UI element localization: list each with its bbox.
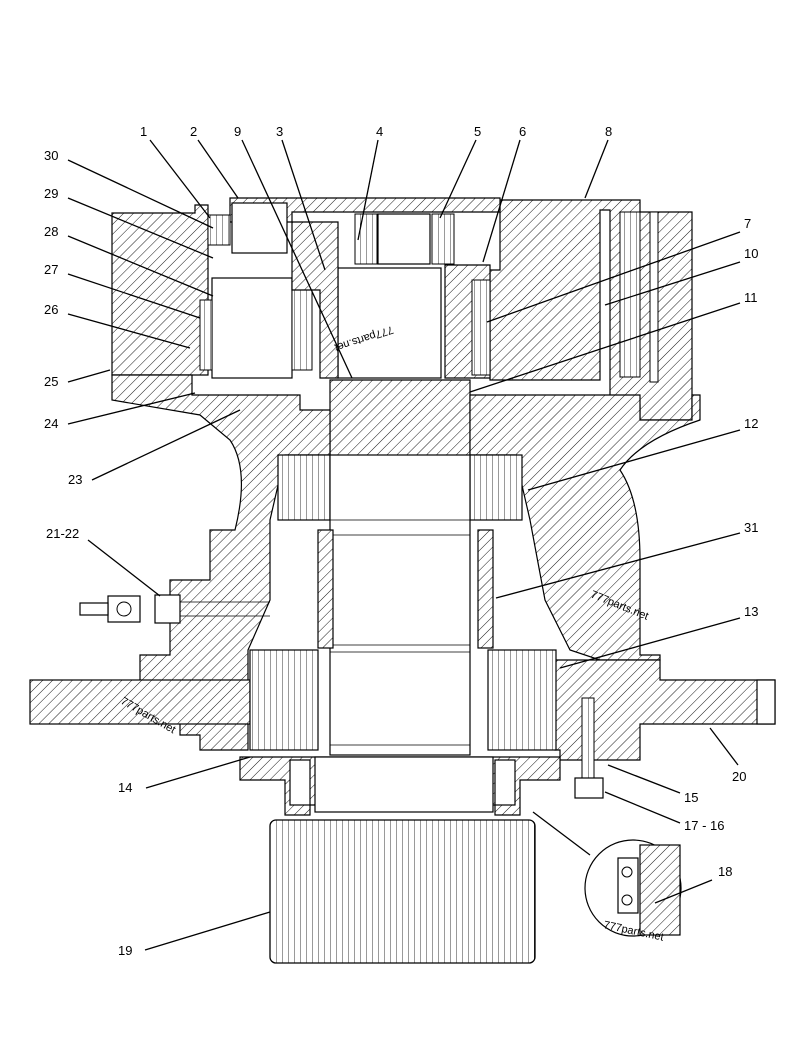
upper-gear-teeth-right	[431, 213, 455, 265]
housing-drawing	[29, 197, 776, 964]
callout-25: 25	[44, 374, 58, 389]
callout-6: 6	[519, 124, 526, 139]
callout-9: 9	[234, 124, 241, 139]
callout-13: 13	[744, 604, 758, 619]
callout-18: 18	[718, 864, 732, 879]
planet-gear-left	[211, 277, 293, 379]
housing-left-block	[111, 204, 209, 376]
callout-27: 27	[44, 262, 58, 277]
callout-labels: 1 2 9 3 4 5 6 8 30 29 28 27 26 25 24 23 …	[44, 124, 758, 958]
small-gear-teeth	[207, 214, 231, 246]
bolt-shank	[581, 697, 595, 779]
callout-20: 20	[732, 769, 746, 784]
sun-gear	[337, 267, 442, 379]
callout-15: 15	[684, 790, 698, 805]
outer-ring-detail-2	[649, 211, 659, 383]
seal-right	[494, 759, 516, 806]
callout-17-16: 17 - 16	[684, 818, 724, 833]
callout-24: 24	[44, 416, 58, 431]
callout-10: 10	[744, 246, 758, 261]
callout-2: 2	[190, 124, 197, 139]
breather-fitting-eye	[116, 601, 132, 617]
ring-gear-right-teeth	[471, 279, 491, 376]
breather-fitting-body	[154, 594, 181, 624]
main-housing-right	[469, 394, 701, 661]
callout-1: 1	[140, 124, 147, 139]
pinion-gear	[269, 819, 536, 964]
breather-fitting-tip	[79, 602, 109, 616]
lower-roller-bearing-right	[487, 649, 557, 751]
callout-7: 7	[744, 216, 751, 231]
callout-11: 11	[744, 290, 758, 305]
bolt-head	[574, 777, 604, 799]
shaft-spacer-left	[317, 529, 334, 649]
callout-30: 30	[44, 148, 58, 163]
callout-8: 8	[605, 124, 612, 139]
seal-detail-body	[639, 844, 681, 936]
callout-31: 31	[744, 520, 758, 535]
planet-gear-left-teeth	[291, 289, 313, 371]
lower-roller-bearing-left	[249, 649, 319, 751]
seal-left	[289, 759, 311, 806]
mounting-flange-right	[554, 659, 776, 761]
callout-4: 4	[376, 124, 383, 139]
callout-5: 5	[474, 124, 481, 139]
callout-21-22: 21-22	[46, 526, 79, 541]
upper-roller-bearing-right	[469, 454, 523, 521]
callout-19: 19	[118, 943, 132, 958]
leader-lines	[67, 139, 741, 951]
upper-small-gear	[231, 202, 288, 254]
output-shaft	[329, 454, 471, 756]
mounting-flange-left	[29, 679, 251, 725]
callout-3: 3	[276, 124, 283, 139]
shaft-lower-end	[314, 756, 494, 813]
upper-planet-gear	[377, 213, 431, 265]
callout-14: 14	[118, 780, 132, 795]
callout-12: 12	[744, 416, 758, 431]
callout-26: 26	[44, 302, 58, 317]
callout-29: 29	[44, 186, 58, 201]
flange-end-cap	[756, 679, 776, 725]
callout-28: 28	[44, 224, 58, 239]
ring-gear-left	[291, 221, 339, 379]
callout-23: 23	[68, 472, 82, 487]
planet-gear-left-teeth-b	[199, 299, 213, 371]
upper-roller-bearing-left	[277, 454, 331, 521]
shaft-spacer-right	[477, 529, 494, 649]
